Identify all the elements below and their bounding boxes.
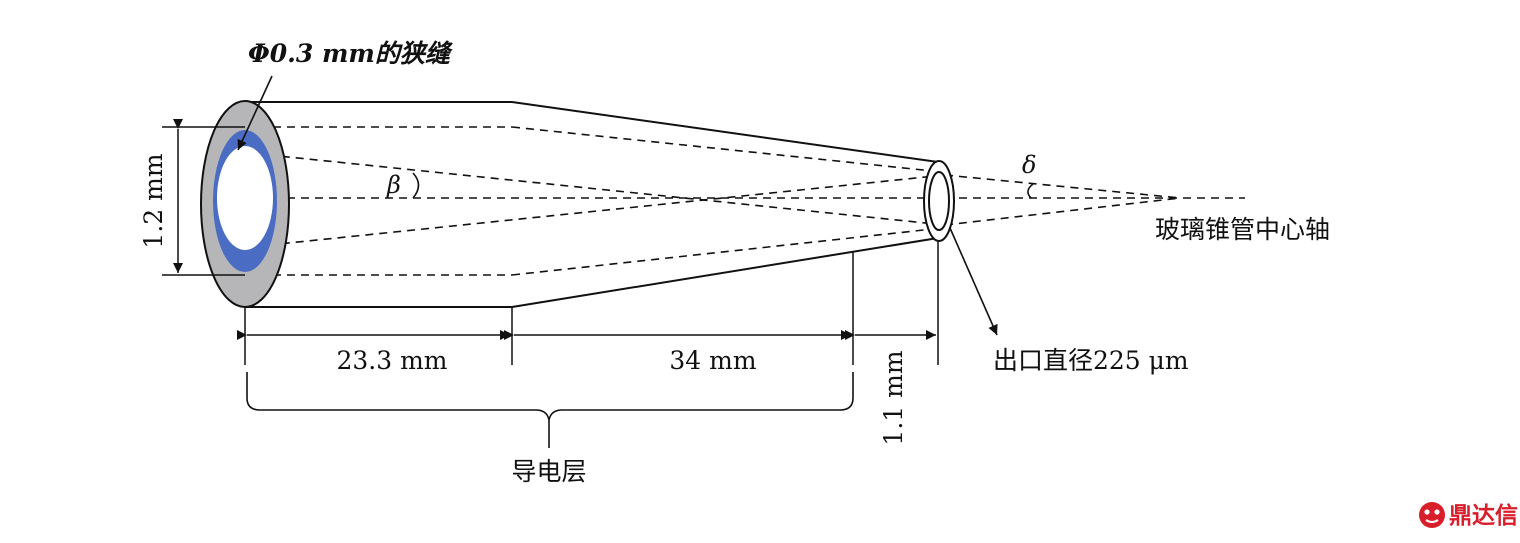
outlet-arrow bbox=[949, 227, 998, 336]
slit-arrow bbox=[237, 75, 273, 151]
outlet-end bbox=[923, 160, 955, 242]
dashed-lines bbox=[239, 126, 1245, 276]
beta-arc bbox=[412, 172, 420, 199]
outlet-label: 出口直径225 μm bbox=[993, 346, 1189, 375]
length-tip-label: 1.1 mm bbox=[879, 350, 908, 445]
delta-arc bbox=[1027, 183, 1034, 199]
tube-outline bbox=[245, 101, 939, 308]
conductive-layer-brace bbox=[246, 372, 854, 448]
length-taper-label: 34 mm bbox=[669, 346, 756, 375]
watermark-text: 鼎达信 bbox=[1449, 502, 1518, 529]
watermark-logo-icon bbox=[1419, 502, 1445, 528]
slit-label-text: Φ0.3 mm的狭缝 bbox=[248, 39, 453, 68]
conductive-layer-label: 导电层 bbox=[511, 457, 586, 486]
length-dimensions bbox=[237, 241, 939, 365]
inlet-end bbox=[200, 100, 290, 308]
delta-label: δ bbox=[1022, 151, 1036, 179]
watermark: 鼎达信 bbox=[1419, 502, 1518, 529]
slit-label: Φ0.3 mm的狭缝 bbox=[248, 39, 453, 68]
beta-label: β bbox=[386, 171, 401, 199]
axis-label: 玻璃锥管中心轴 bbox=[1155, 215, 1330, 244]
inlet-diameter-label: 1.2 mm bbox=[139, 153, 168, 248]
inlet-diameter-dimension bbox=[162, 119, 245, 276]
length-straight-label: 23.3 mm bbox=[336, 346, 447, 375]
